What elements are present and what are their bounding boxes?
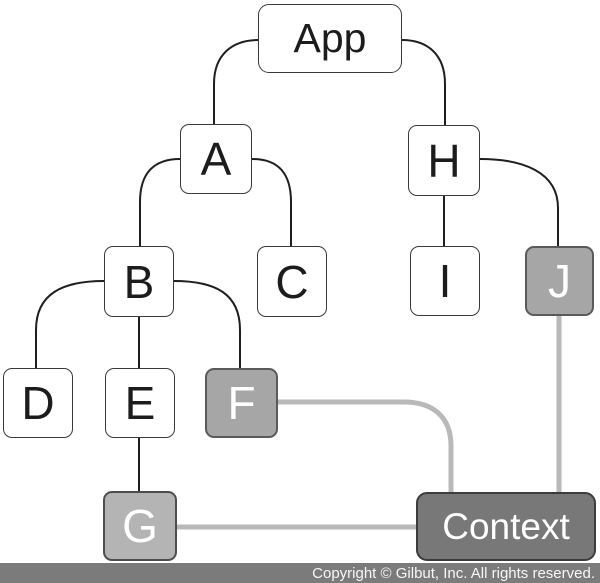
edge-b-f bbox=[173, 280, 241, 369]
node-e: E bbox=[105, 368, 175, 438]
node-g-label: G bbox=[122, 500, 158, 552]
node-e-label: E bbox=[124, 377, 156, 429]
node-h-label: H bbox=[427, 134, 461, 187]
copyright-text: Copyright © Gilbut, Inc. All rights rese… bbox=[312, 564, 595, 582]
node-app: App bbox=[258, 4, 402, 73]
node-h: H bbox=[408, 125, 480, 196]
edge-app-a bbox=[213, 39, 259, 125]
edge-a-c bbox=[251, 158, 292, 247]
edge-a-b bbox=[139, 158, 181, 247]
edge-b-d bbox=[35, 280, 105, 369]
node-b: B bbox=[104, 246, 174, 317]
copyright-bar: Copyright © Gilbut, Inc. All rights rese… bbox=[0, 563, 600, 583]
node-a-label: A bbox=[200, 133, 232, 185]
node-app-label: App bbox=[293, 15, 367, 61]
node-c-label: C bbox=[275, 255, 309, 308]
node-a: A bbox=[180, 124, 252, 194]
node-c: C bbox=[257, 246, 327, 317]
node-i: I bbox=[410, 246, 480, 316]
node-d: D bbox=[3, 368, 73, 438]
node-context-label: Context bbox=[442, 506, 570, 547]
node-f-label: F bbox=[227, 377, 256, 429]
node-g: G bbox=[103, 491, 177, 561]
node-d-label: D bbox=[21, 377, 55, 429]
node-j: J bbox=[525, 246, 594, 316]
node-f: F bbox=[205, 368, 278, 438]
edge-h-j bbox=[479, 158, 559, 247]
node-context: Context bbox=[416, 492, 596, 561]
edge-f-context bbox=[278, 399, 454, 493]
node-b-label: B bbox=[123, 255, 155, 308]
edge-app-h bbox=[401, 39, 446, 126]
node-i-label: I bbox=[438, 255, 452, 307]
node-j-label: J bbox=[548, 255, 571, 307]
